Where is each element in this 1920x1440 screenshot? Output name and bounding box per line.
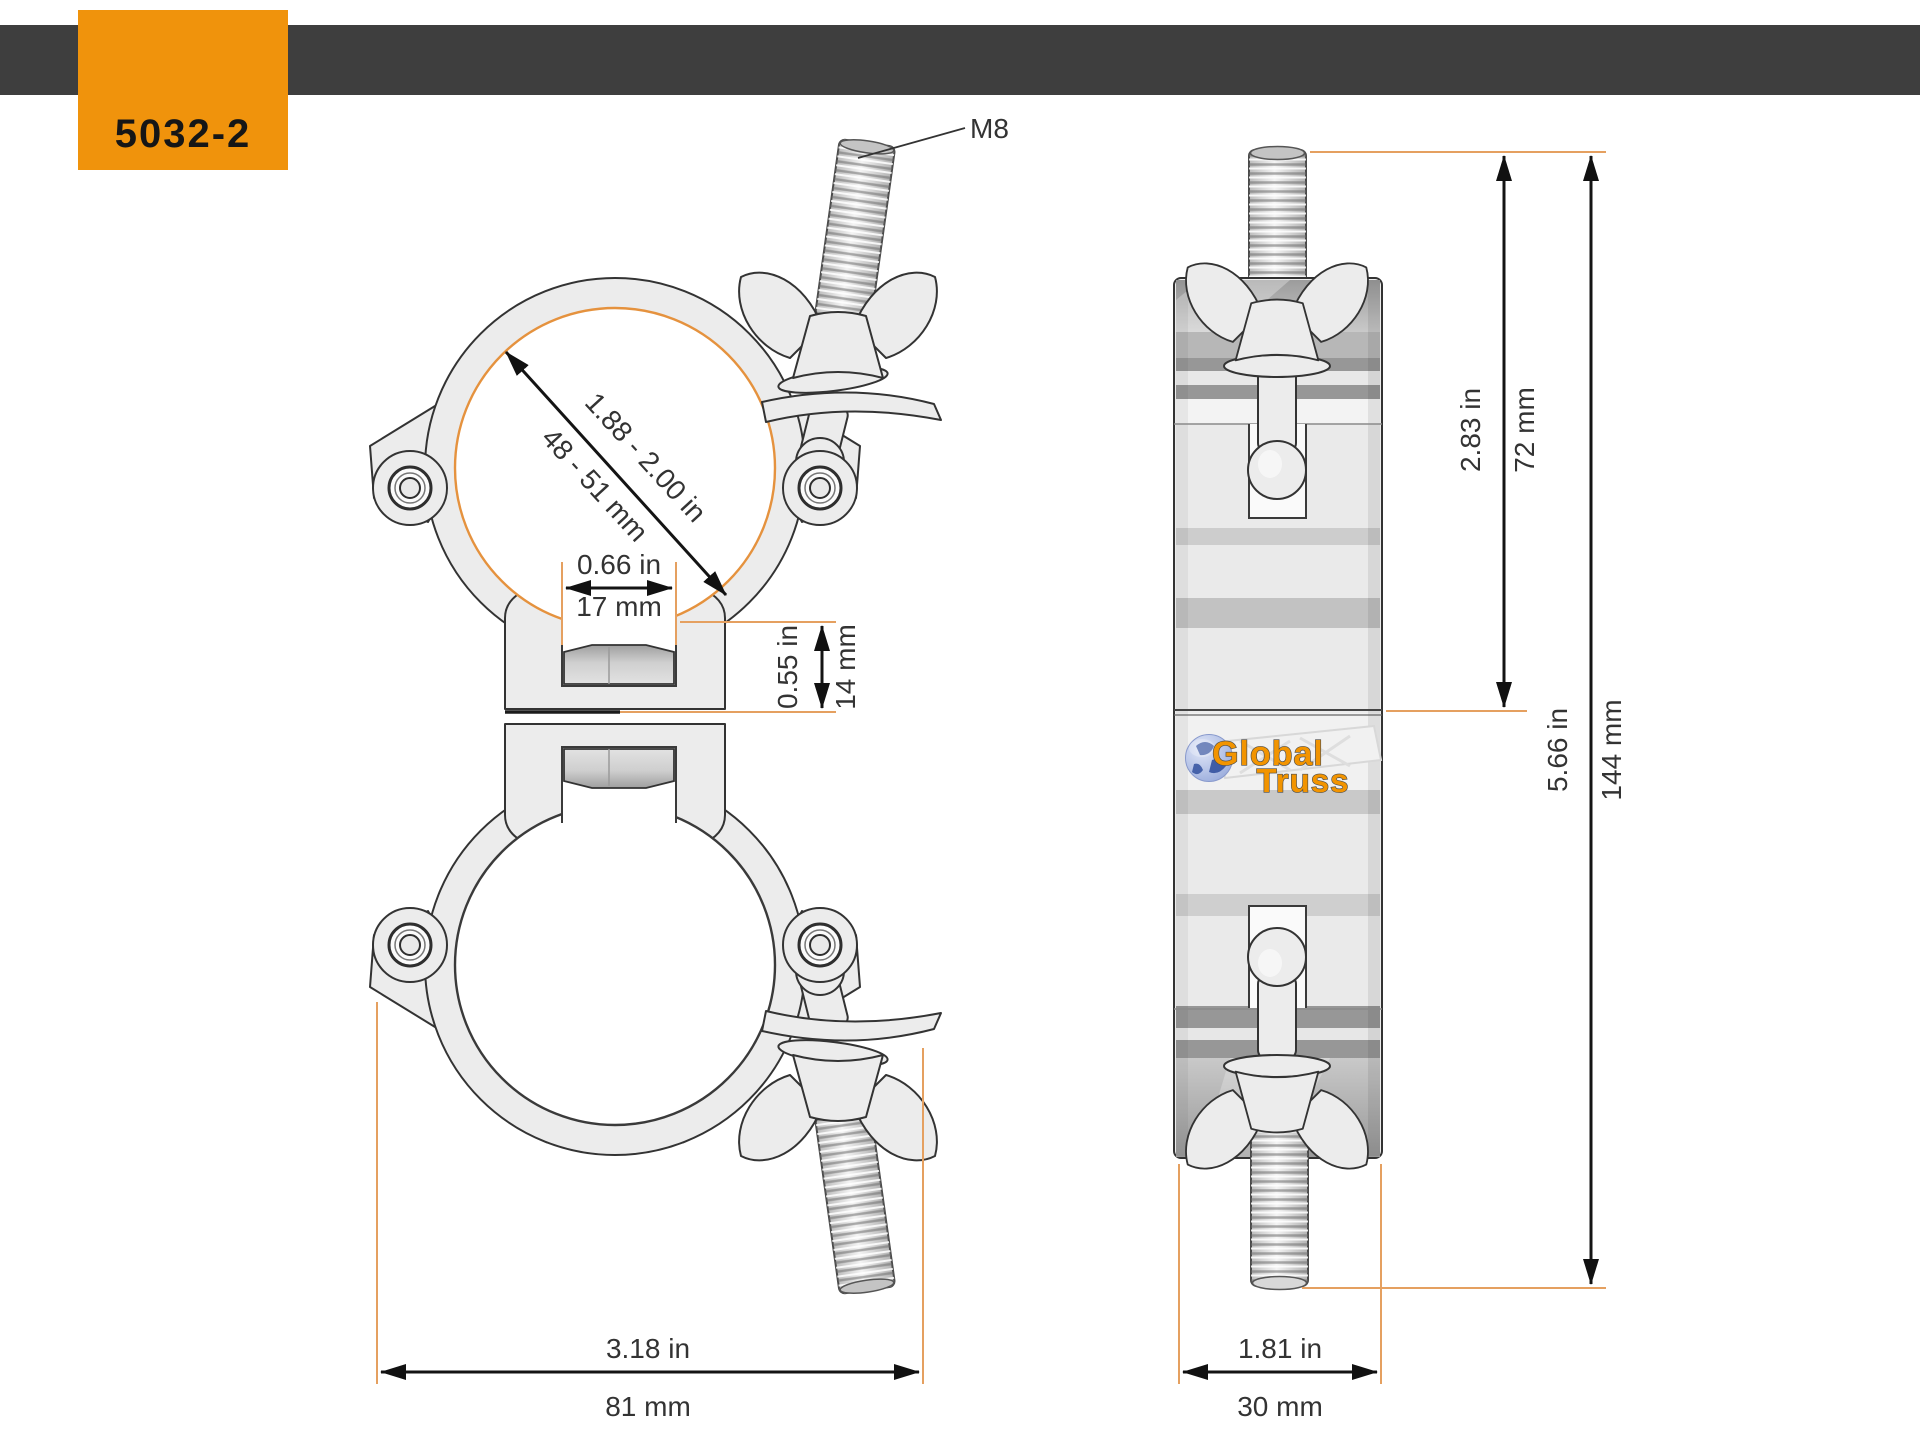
side-bottom-fastener — [1185, 905, 1369, 1291]
model-badge-box — [78, 10, 288, 170]
overall-depth-inches: 1.81 in — [1238, 1333, 1322, 1364]
side-view: Global Truss 2.83 in — [1173, 145, 1627, 1422]
dim-bolt-label: M8 — [857, 113, 1009, 159]
overall-width-mm: 81 mm — [605, 1391, 691, 1422]
global-truss-logo: Global Truss — [1185, 724, 1383, 800]
dim-overall-height: 5.66 in 144 mm — [1302, 155, 1627, 1289]
upper-section-mm: 72 mm — [1509, 387, 1540, 473]
upper-section-inches: 2.83 in — [1455, 388, 1486, 472]
front-view: M8 1.88 - 2.00 in 48 - 51 mm 0.66 in 17 … — [370, 113, 1009, 1422]
half-depth-inches: 0.55 in — [772, 625, 803, 709]
dim-slot-width: 0.66 in 17 mm — [561, 549, 677, 645]
model-number: 5032-2 — [115, 112, 252, 156]
overall-depth-mm: 30 mm — [1237, 1391, 1323, 1422]
front-view-top-clamp — [370, 137, 941, 709]
dim-upper-section: 2.83 in 72 mm — [1310, 151, 1606, 712]
dim-overall-width: 3.18 in 81 mm — [376, 1002, 924, 1422]
bolt-label: M8 — [970, 113, 1009, 144]
overall-height-mm: 144 mm — [1596, 699, 1627, 800]
dim-half-depth: 0.55 in 14 mm — [620, 621, 861, 713]
header-bar — [0, 25, 1920, 95]
overall-width-inches: 3.18 in — [606, 1333, 690, 1364]
front-view-bottom-clamp — [370, 724, 941, 1296]
model-badge: 5032-2 — [78, 10, 288, 170]
dim-overall-depth: 1.81 in 30 mm — [1178, 1164, 1382, 1422]
overall-height-inches: 5.66 in — [1542, 708, 1573, 792]
logo-word-truss: Truss — [1256, 762, 1349, 799]
half-depth-mm: 14 mm — [830, 624, 861, 710]
side-bottom-rod — [1250, 1095, 1309, 1291]
side-top-fastener — [1185, 262, 1369, 519]
slot-width-inches: 0.66 in — [577, 549, 661, 580]
logo-word-global: Global — [1212, 735, 1324, 773]
globe-icon — [1185, 734, 1233, 782]
slot-width-mm: 17 mm — [576, 591, 662, 622]
